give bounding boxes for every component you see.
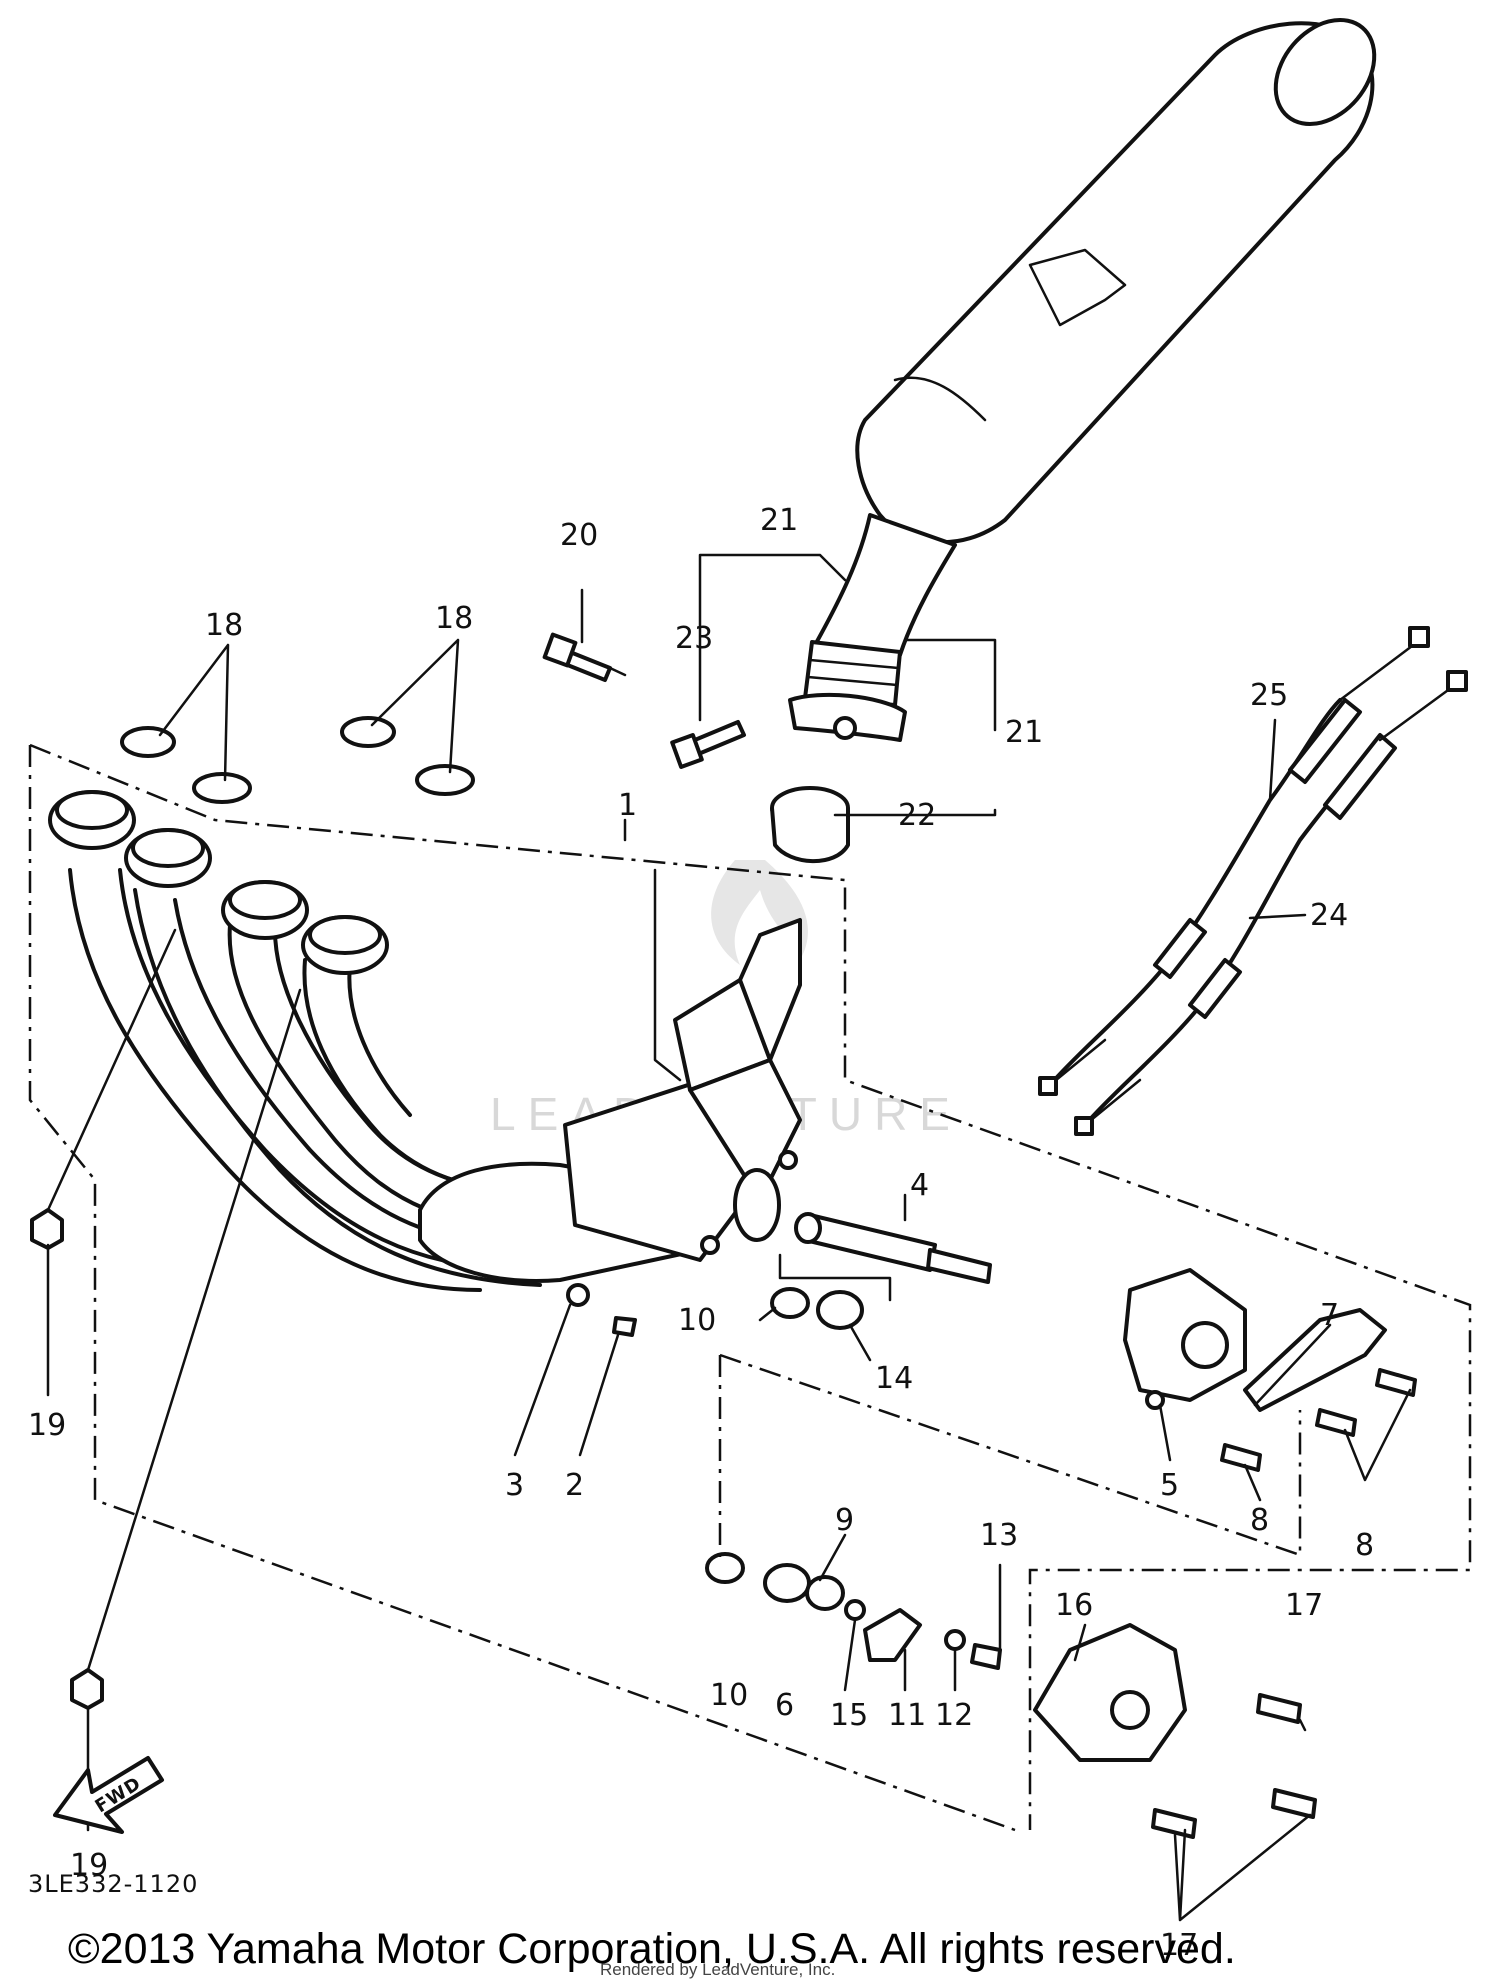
callout-20: 20 [560,518,598,553]
callout-21a: 21 [760,503,798,538]
callout-21b: 21 [1005,715,1043,750]
callout-15: 15 [830,1698,868,1733]
callout-18a: 18 [205,608,243,643]
callout-1: 1 [618,788,637,823]
callout-23: 23 [675,621,713,656]
copyright-notice: ©2013 Yamaha Motor Corporation, U.S.A. A… [68,1925,1236,1973]
watermark-flame-icon [711,860,808,965]
callout-18b: 18 [435,601,473,636]
callout-25: 25 [1250,678,1288,713]
forward-arrow: FWD [53,1756,164,1834]
callout-3: 3 [505,1468,524,1503]
callout-10a: 10 [678,1303,716,1338]
rendered-by-note: Rendered by LeadVenture, Inc. [600,1960,835,1979]
callout-11: 11 [888,1698,926,1733]
exup-valve-parts [30,632,1417,1839]
callout-13: 13 [980,1518,1018,1553]
drawing-code: 3LE332-1120 [28,1870,198,1898]
callout-17a: 17 [1285,1588,1323,1623]
callout-14: 14 [875,1361,913,1396]
callout-19b: 19 [70,1848,108,1883]
callout-8b: 8 [1355,1528,1374,1563]
callout-2: 2 [565,1468,584,1503]
callout-22: 22 [898,798,936,833]
callout-9: 9 [835,1503,854,1538]
callout-7: 7 [1320,1298,1339,1333]
leader-lines [46,553,1412,1922]
exhaust-header-pipes [48,790,802,1292]
callout-12: 12 [935,1698,973,1733]
callout-24: 24 [1310,898,1348,933]
callout-8a: 8 [1250,1503,1269,1538]
callout-16: 16 [1055,1588,1093,1623]
callout-17b: 17 [1160,1928,1198,1963]
callout-10b: 10 [710,1678,748,1713]
callout-6: 6 [775,1688,794,1723]
callout-5: 5 [1160,1468,1179,1503]
callout-4: 4 [910,1168,929,1203]
muffler-assembly [670,18,1377,864]
throttle-cables [1038,626,1468,1136]
callout-labels: 1 2 3 4 5 6 7 8 8 9 10 10 11 12 13 14 15… [28,503,1374,1963]
assembly-boundaries [28,743,1472,1832]
callout-19a: 19 [28,1408,66,1443]
